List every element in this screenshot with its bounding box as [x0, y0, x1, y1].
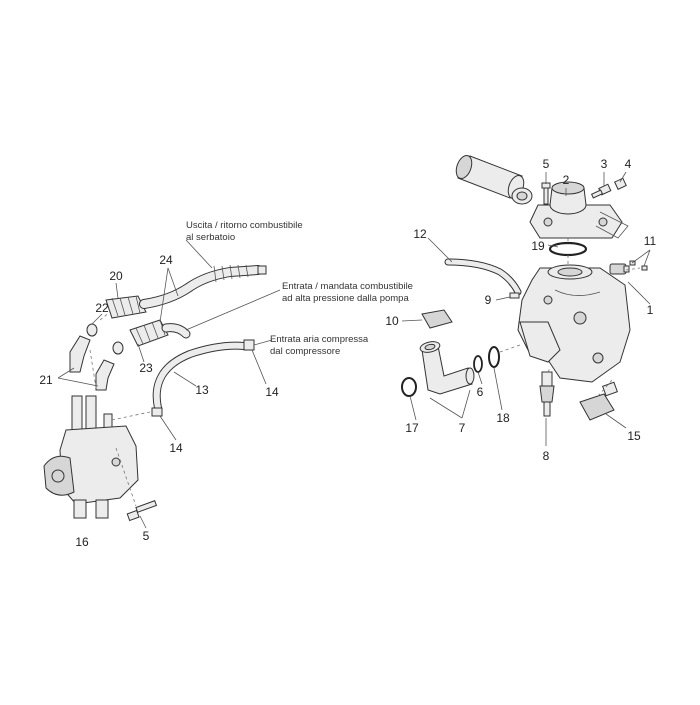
intake-tube: [455, 154, 525, 200]
callout-24: 24: [159, 253, 173, 267]
caption-line: al serbatoio: [186, 232, 235, 243]
callout-5: 5: [543, 157, 550, 171]
sleeve-part-23: [129, 319, 169, 347]
callout-5: 5: [143, 529, 150, 543]
callout-14: 14: [265, 385, 279, 399]
guide-line: [499, 344, 521, 353]
leader-lines: [57, 171, 651, 529]
callout-20: 20: [109, 269, 123, 283]
hose-part-24-upper: [139, 264, 267, 309]
guide-line: [111, 411, 151, 421]
flange-cover-part-2: [529, 181, 623, 239]
sensor-part-8: [539, 371, 555, 417]
callout-14: 14: [169, 441, 183, 455]
o-ring-part-6: [473, 355, 483, 373]
callout-22: 22: [95, 301, 109, 315]
callout-13: 13: [195, 383, 209, 397]
guide-line: [625, 267, 641, 271]
callout-7: 7: [459, 421, 466, 435]
callout-8: 8: [543, 449, 550, 463]
nut-part-4: [614, 177, 627, 190]
clamp-part-22: [86, 323, 124, 355]
bolt-part-5-top: [541, 182, 551, 205]
o-ring-part-18: [488, 346, 500, 368]
callout-6: 6: [477, 385, 484, 399]
clip-part-9: [509, 292, 520, 299]
caption-fuel-supply: Entrata / mandata combustibile ad alta p…: [282, 281, 413, 304]
guide-line: [89, 349, 97, 389]
sleeve-part-20: [105, 295, 147, 319]
elbow-pipe-part-7: [419, 341, 475, 395]
caption-line: Entrata / mandata combustibile: [282, 281, 413, 292]
callout-10: 10: [385, 314, 399, 328]
callout-18: 18: [496, 411, 510, 425]
callout-2: 2: [563, 173, 570, 187]
callout-4: 4: [625, 157, 632, 171]
hose-part-12: [444, 258, 522, 296]
sensor-part-15: [579, 381, 618, 421]
callout-17: 17: [405, 421, 419, 435]
guide-line: [547, 367, 551, 373]
caption-line: Entrata aria compressa: [270, 334, 369, 345]
o-ring-part-19: [548, 241, 588, 257]
caption-fuel-return: Uscita / ritorno combustibile al serbato…: [186, 220, 303, 243]
hose-part-24-lower: [161, 323, 191, 339]
air-hose-part-13: [152, 341, 248, 412]
callout-12: 12: [413, 227, 427, 241]
elbow-fitting-part-21-b: [95, 359, 115, 391]
callout-9: 9: [485, 293, 492, 307]
callout-23: 23: [139, 361, 153, 375]
caption-line: Uscita / ritorno combustibile: [186, 220, 303, 231]
screw-part-3: [590, 183, 612, 199]
connector-part-10: [421, 309, 453, 329]
callout-21: 21: [39, 373, 53, 387]
callout-3: 3: [601, 157, 608, 171]
clamp-part-14-a: [151, 407, 163, 417]
callout-numbers: 5 2 3 4 19 11 1 12 9 10 6 18 17 7 8 15 2…: [39, 157, 656, 549]
clamp-part-14-b: [243, 339, 255, 351]
elbow-fitting-part-21-a: [69, 335, 91, 373]
callout-15: 15: [627, 429, 641, 443]
hose-clamp: [511, 187, 533, 205]
spring-clip: [595, 211, 629, 239]
screw-part-1: [609, 263, 630, 275]
bolt-part-5-lower: [126, 500, 158, 522]
throttle-housing: [517, 264, 631, 383]
caption-line: dal compressore: [270, 346, 340, 357]
callout-16: 16: [75, 535, 89, 549]
guide-line: [99, 311, 111, 321]
caption-line: ad alta pressione dalla pompa: [282, 293, 409, 304]
fuel-pump-part-16: [43, 395, 139, 519]
guide-line: [115, 447, 137, 507]
callout-11: 11: [644, 234, 657, 248]
callout-19: 19: [531, 239, 545, 253]
callout-1: 1: [647, 303, 654, 317]
o-ring-part-17: [401, 377, 417, 397]
caption-compressed-air: Entrata aria compressa dal compressore: [270, 334, 369, 357]
